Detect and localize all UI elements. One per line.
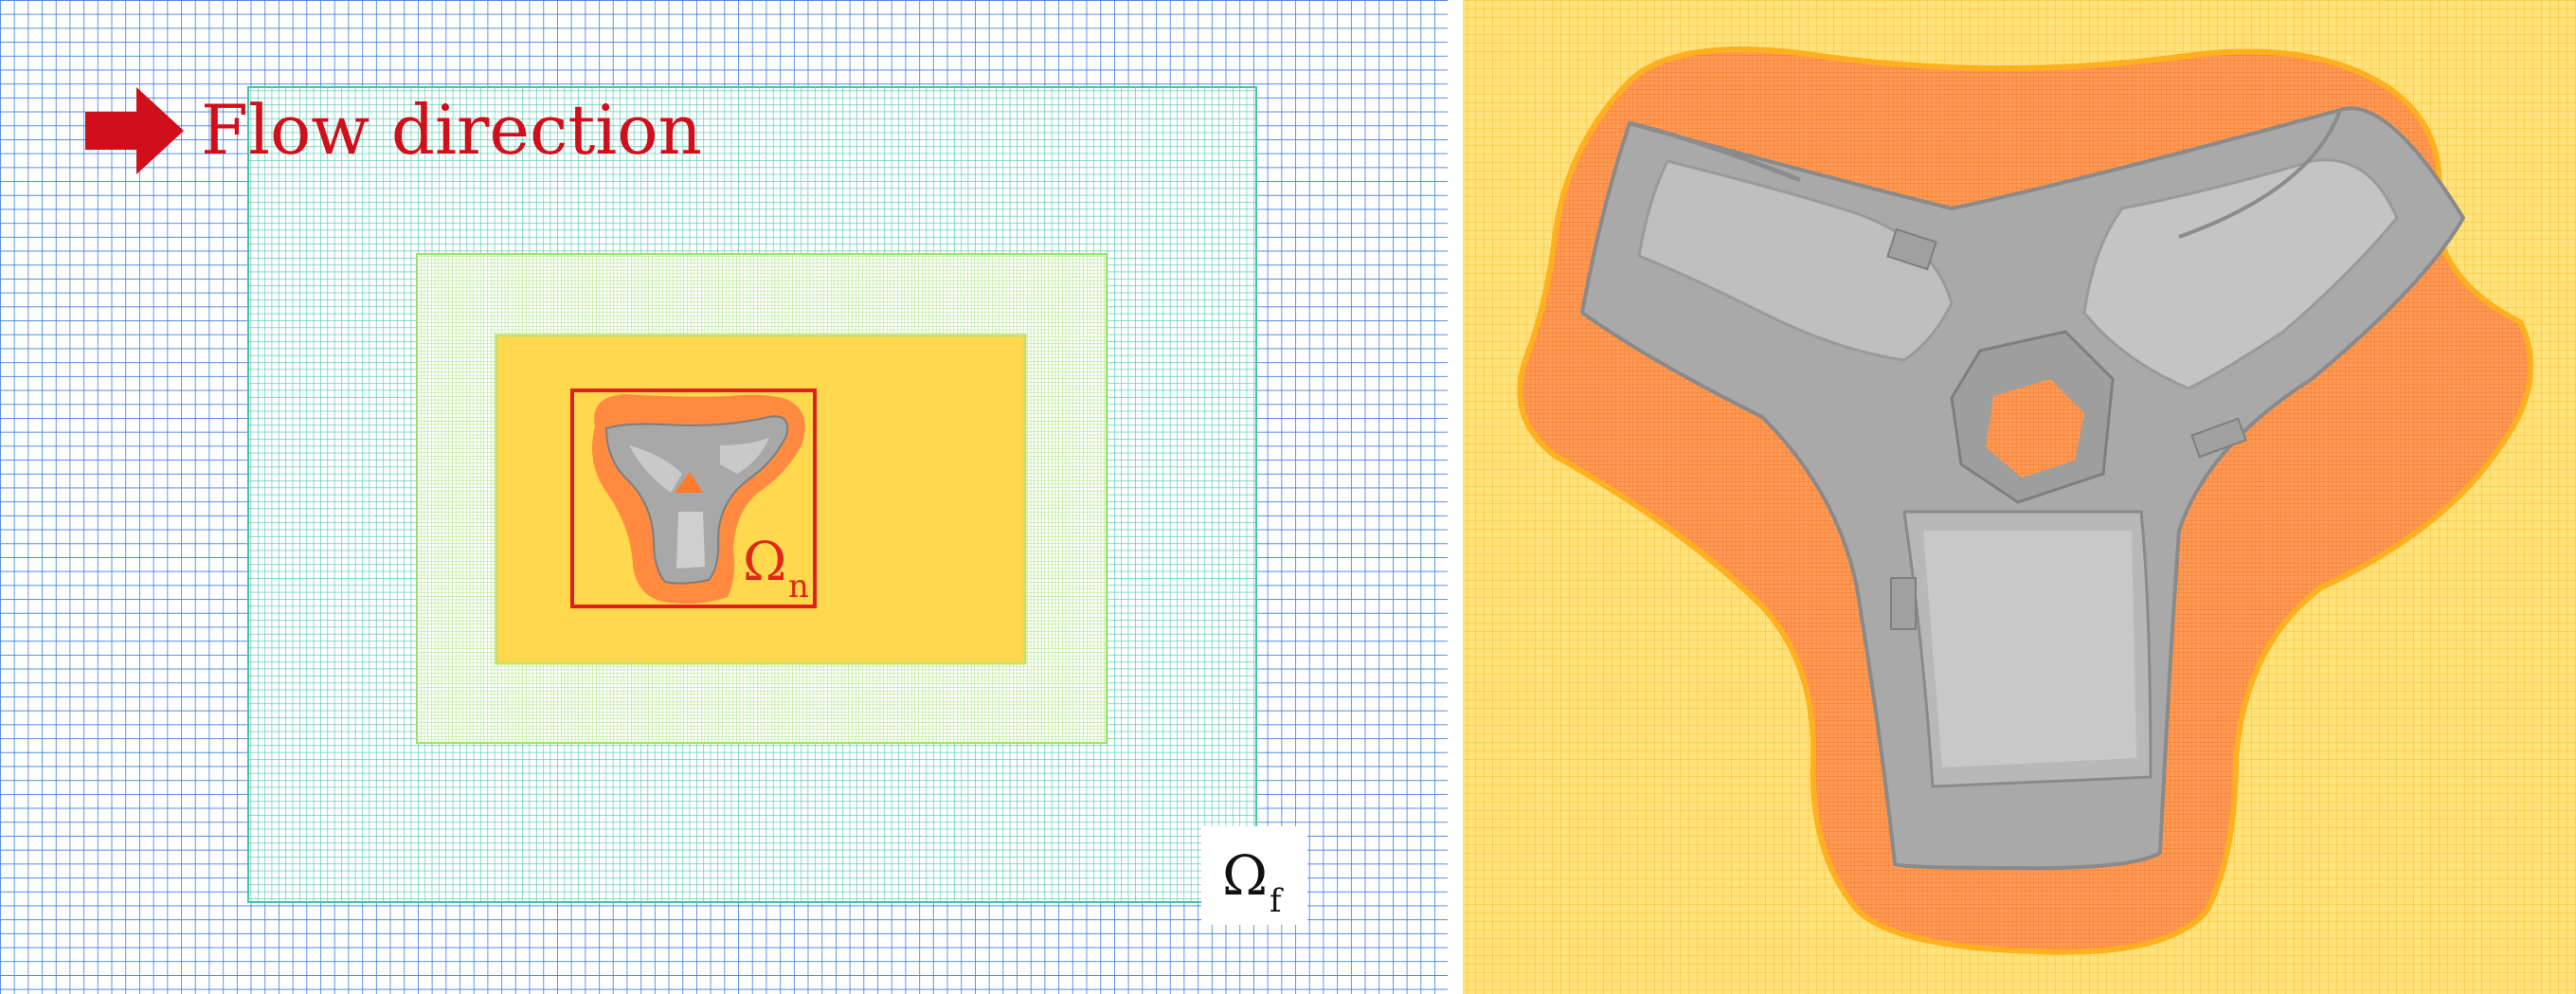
panel-divider — [1448, 0, 1463, 994]
fine-grid-region — [495, 334, 1027, 665]
hub-hole — [1986, 379, 2084, 478]
structure-large — [1579, 106, 2466, 871]
near-domain-box — [570, 389, 817, 608]
structure-small — [604, 415, 789, 585]
flow-direction-label: Flow direction — [201, 90, 702, 170]
flow-arrow — [85, 87, 184, 174]
far-domain-label: Ω — [1222, 843, 1268, 908]
far-domain-label-bg — [1201, 826, 1307, 925]
right-panel — [1463, 0, 2576, 994]
far-domain-subscript: f — [1270, 882, 1284, 920]
near-domain-label: Ω — [743, 532, 786, 593]
near-domain-subscript: n — [788, 568, 809, 605]
left-panel: Ω n Ω f Flow direction — [0, 0, 1448, 994]
